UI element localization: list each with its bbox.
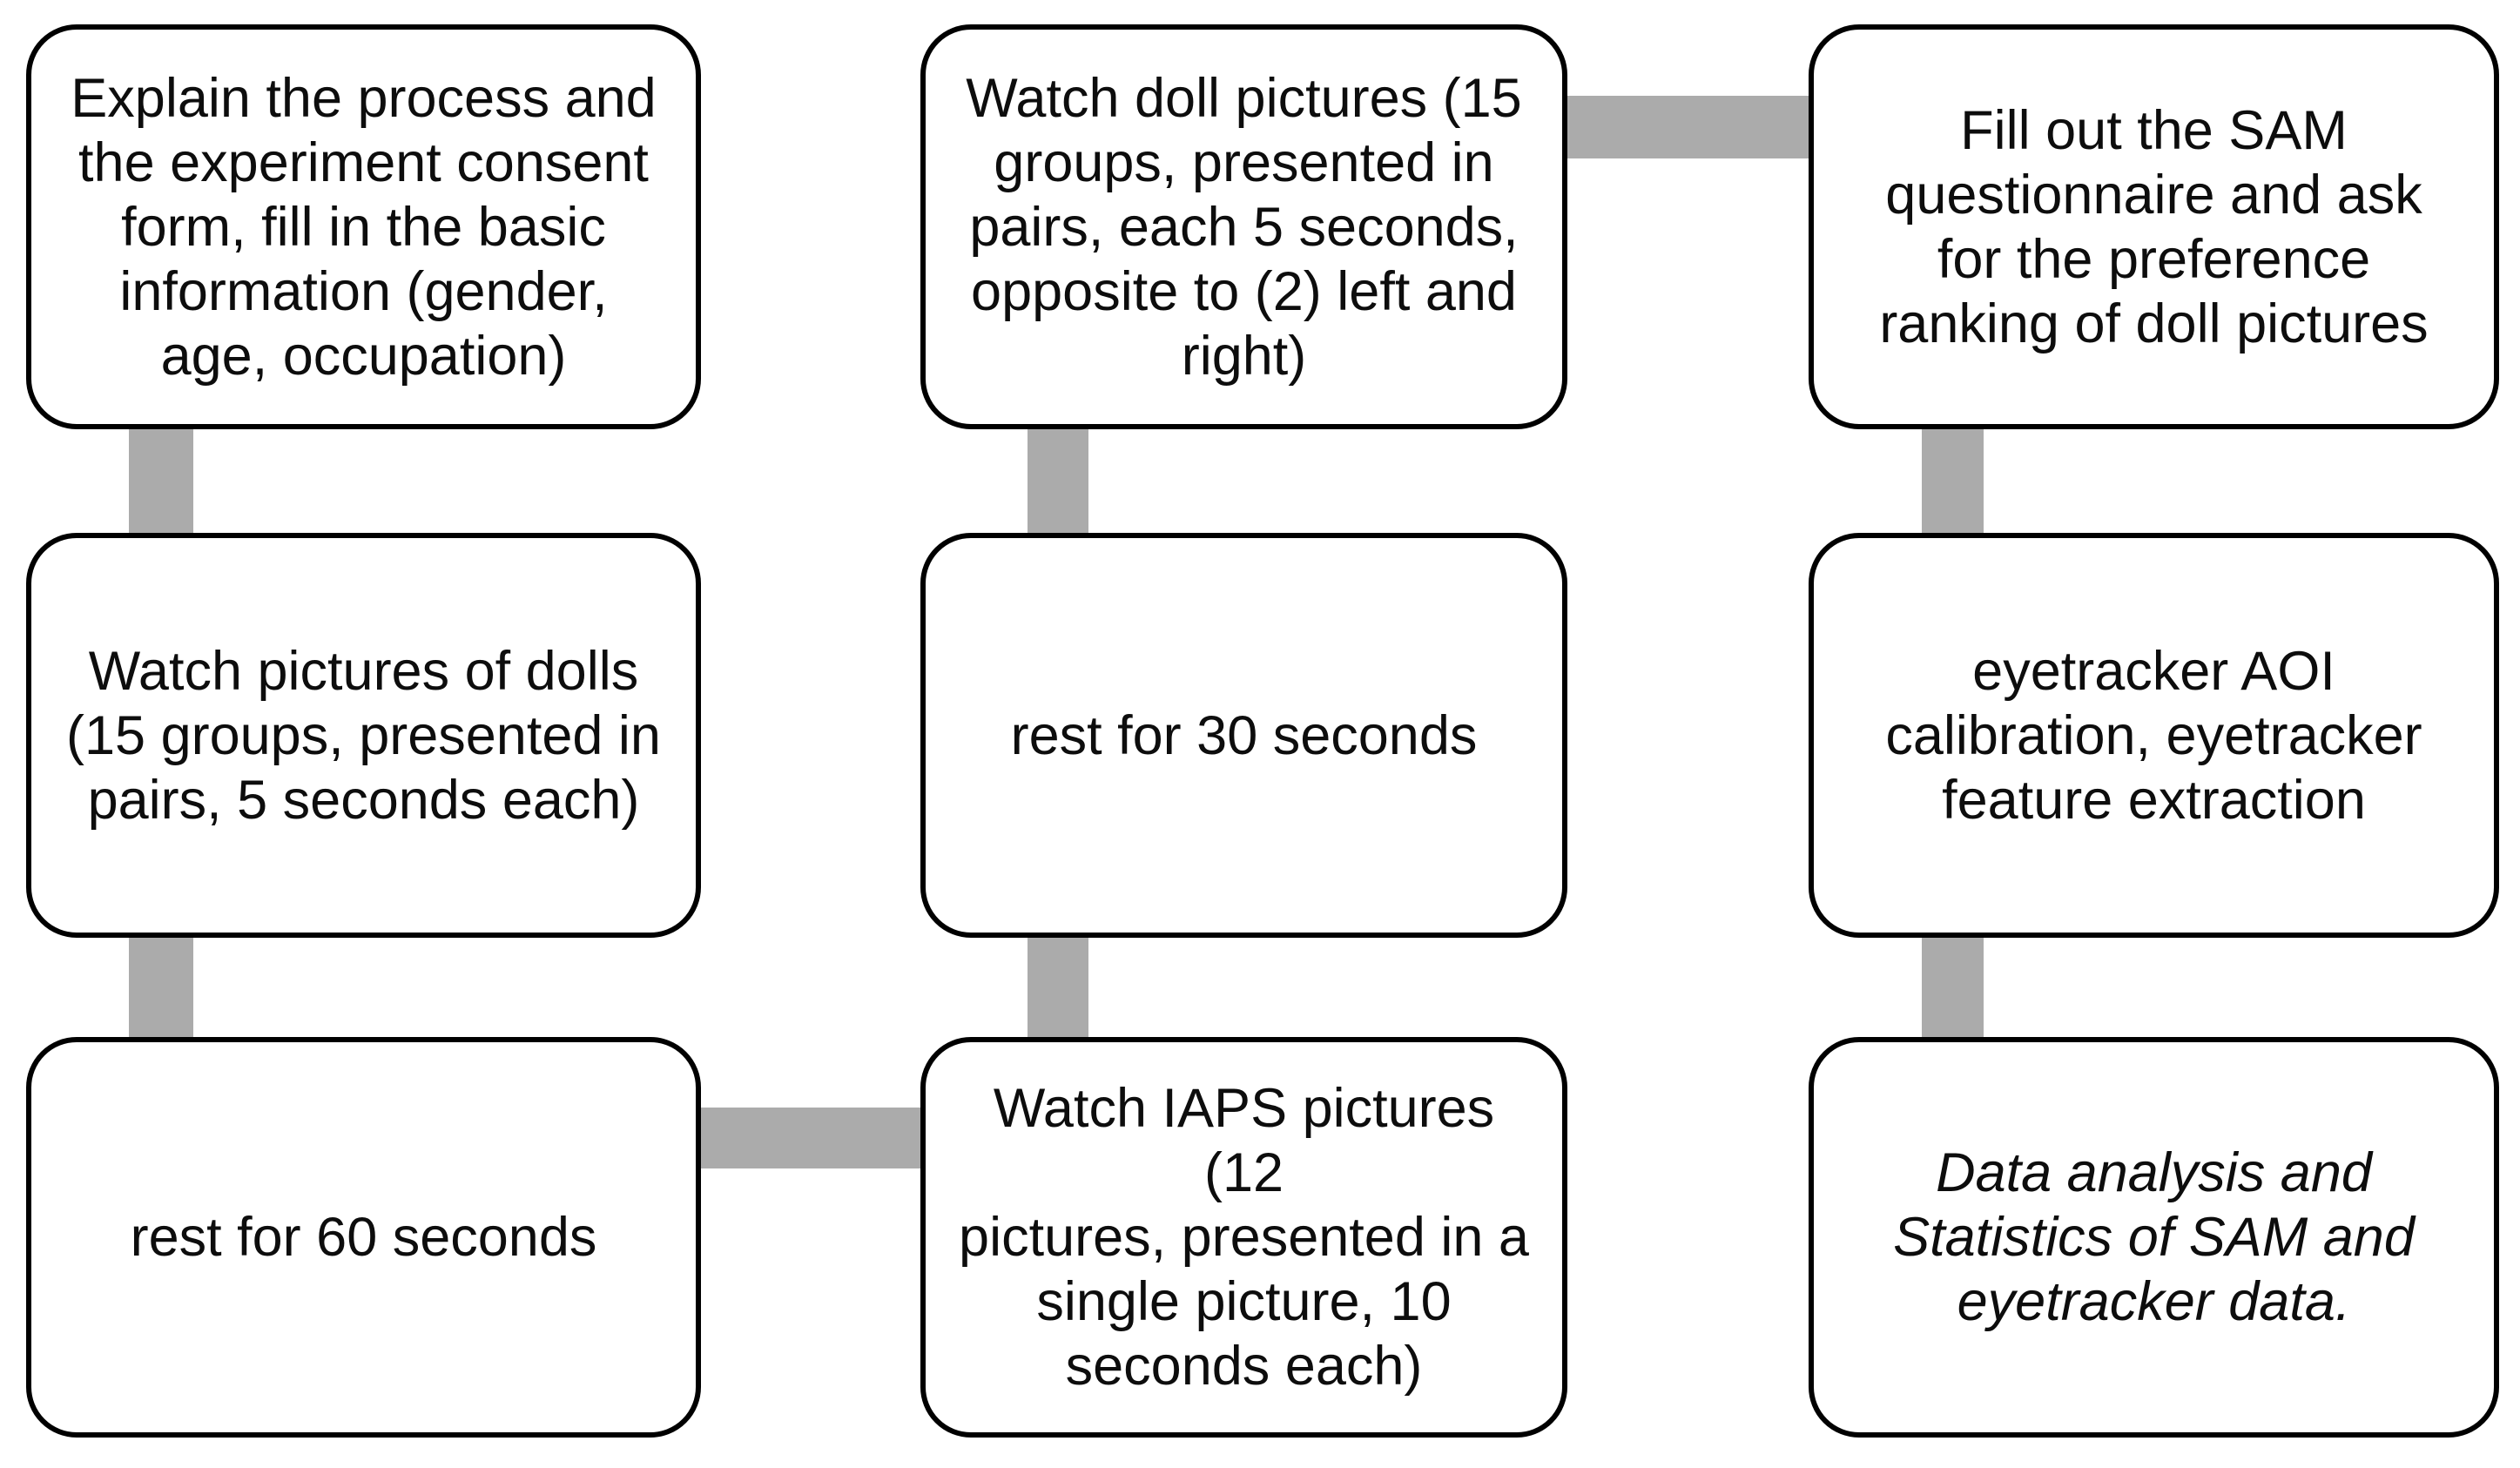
- connector-eyetracker-to-data-analysis: [1922, 921, 1984, 1052]
- flow-step-rest-60s: rest for 60 seconds: [26, 1037, 701, 1438]
- flow-step-watch-doll-pairs: Watch doll pictures (15 groups, presente…: [920, 24, 1567, 429]
- connector-rest30-to-watch-doll-pairs: [1028, 414, 1088, 544]
- flow-step-watch-doll-pictures: Watch pictures of dolls (15 groups, pres…: [26, 533, 701, 938]
- flow-step-eyetracker-calibration: eyetracker AOI calibration, eyetracker f…: [1809, 533, 2499, 938]
- flow-step-explain-consent-label: Explain the process and the experiment c…: [71, 67, 657, 387]
- flow-step-data-analysis: Data analysis and Statistics of SAM and …: [1809, 1037, 2499, 1438]
- flow-step-fill-sam-questionnaire: Fill out the SAM questionnaire and ask f…: [1809, 24, 2499, 429]
- flow-step-watch-doll-pairs-label: Watch doll pictures (15 groups, presente…: [966, 67, 1522, 387]
- flow-step-watch-doll-pictures-label: Watch pictures of dolls (15 groups, pres…: [66, 640, 661, 831]
- flow-step-explain-consent: Explain the process and the experiment c…: [26, 24, 701, 429]
- flow-step-watch-iaps: Watch IAPS pictures (12 pictures, presen…: [920, 1037, 1567, 1438]
- flow-step-rest-30s: rest for 30 seconds: [920, 533, 1567, 938]
- connector-fill-sam-to-eyetracker: [1922, 414, 1984, 544]
- flow-step-eyetracker-calibration-label: eyetracker AOI calibration, eyetracker f…: [1885, 640, 2422, 831]
- connector-explain-to-watch-dolls: [129, 414, 193, 544]
- flow-step-rest-30s-label: rest for 30 seconds: [1010, 704, 1478, 766]
- flow-step-watch-iaps-label: Watch IAPS pictures (12 pictures, presen…: [959, 1078, 1529, 1397]
- flow-step-rest-60s-label: rest for 60 seconds: [130, 1207, 597, 1268]
- flow-step-data-analysis-label: Data analysis and Statistics of SAM and …: [1893, 1142, 2415, 1332]
- flow-step-fill-sam-questionnaire-label: Fill out the SAM questionnaire and ask f…: [1879, 99, 2429, 354]
- connector-watch-iaps-to-rest30: [1028, 921, 1088, 1052]
- connector-watch-dolls-to-rest60: [129, 921, 193, 1052]
- connector-rest60-to-watch-iaps: [688, 1108, 936, 1168]
- connector-watch-doll-pairs-to-fill-sam: [1554, 96, 1824, 158]
